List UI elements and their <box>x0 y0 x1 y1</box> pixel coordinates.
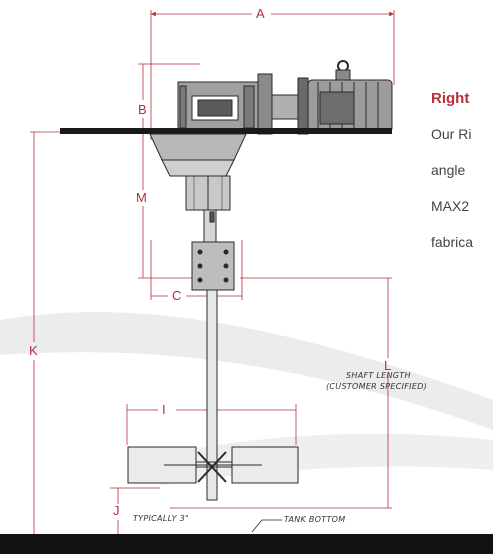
shaft-coupling <box>191 241 235 291</box>
impeller <box>127 446 299 484</box>
shaft-length-label: SHAFT LENGTH <box>346 371 411 380</box>
mixer-shaft <box>206 289 218 501</box>
gear-motor <box>177 60 393 135</box>
dimension-label-i: I <box>162 402 166 417</box>
dimension-label-c: C <box>172 288 182 303</box>
mounting-plate <box>60 128 392 134</box>
background-swoosh-upper <box>0 312 493 430</box>
dimension-label-l: L <box>384 358 392 373</box>
dimension-label-a: A <box>256 6 265 21</box>
mixer-hood <box>149 133 247 243</box>
dimension-k <box>30 131 60 534</box>
body-line-1: Our Ri <box>431 126 472 142</box>
dimension-label-m: M <box>136 190 147 205</box>
tank-bottom-label: TANK BOTTOM <box>284 515 346 524</box>
dimension-label-j: J <box>113 503 120 518</box>
shaft-length-note: (CUSTOMER SPECIFIED) <box>326 382 428 391</box>
body-line-2: angle <box>431 162 466 178</box>
dimension-a <box>150 10 395 140</box>
dimension-label-k: K <box>29 343 38 358</box>
tank-floor <box>0 534 493 554</box>
body-line-3: MAX2 <box>431 198 470 214</box>
dimension-l <box>170 277 392 509</box>
dimension-j <box>110 487 160 534</box>
section-heading: Right <box>431 90 470 107</box>
dimension-label-b: B <box>138 102 147 117</box>
typically-note: TYPICALLY 3" <box>133 514 189 523</box>
body-line-4: fabrica <box>431 234 474 250</box>
tank-bottom-leader <box>251 519 282 533</box>
dimension-i <box>126 404 297 445</box>
